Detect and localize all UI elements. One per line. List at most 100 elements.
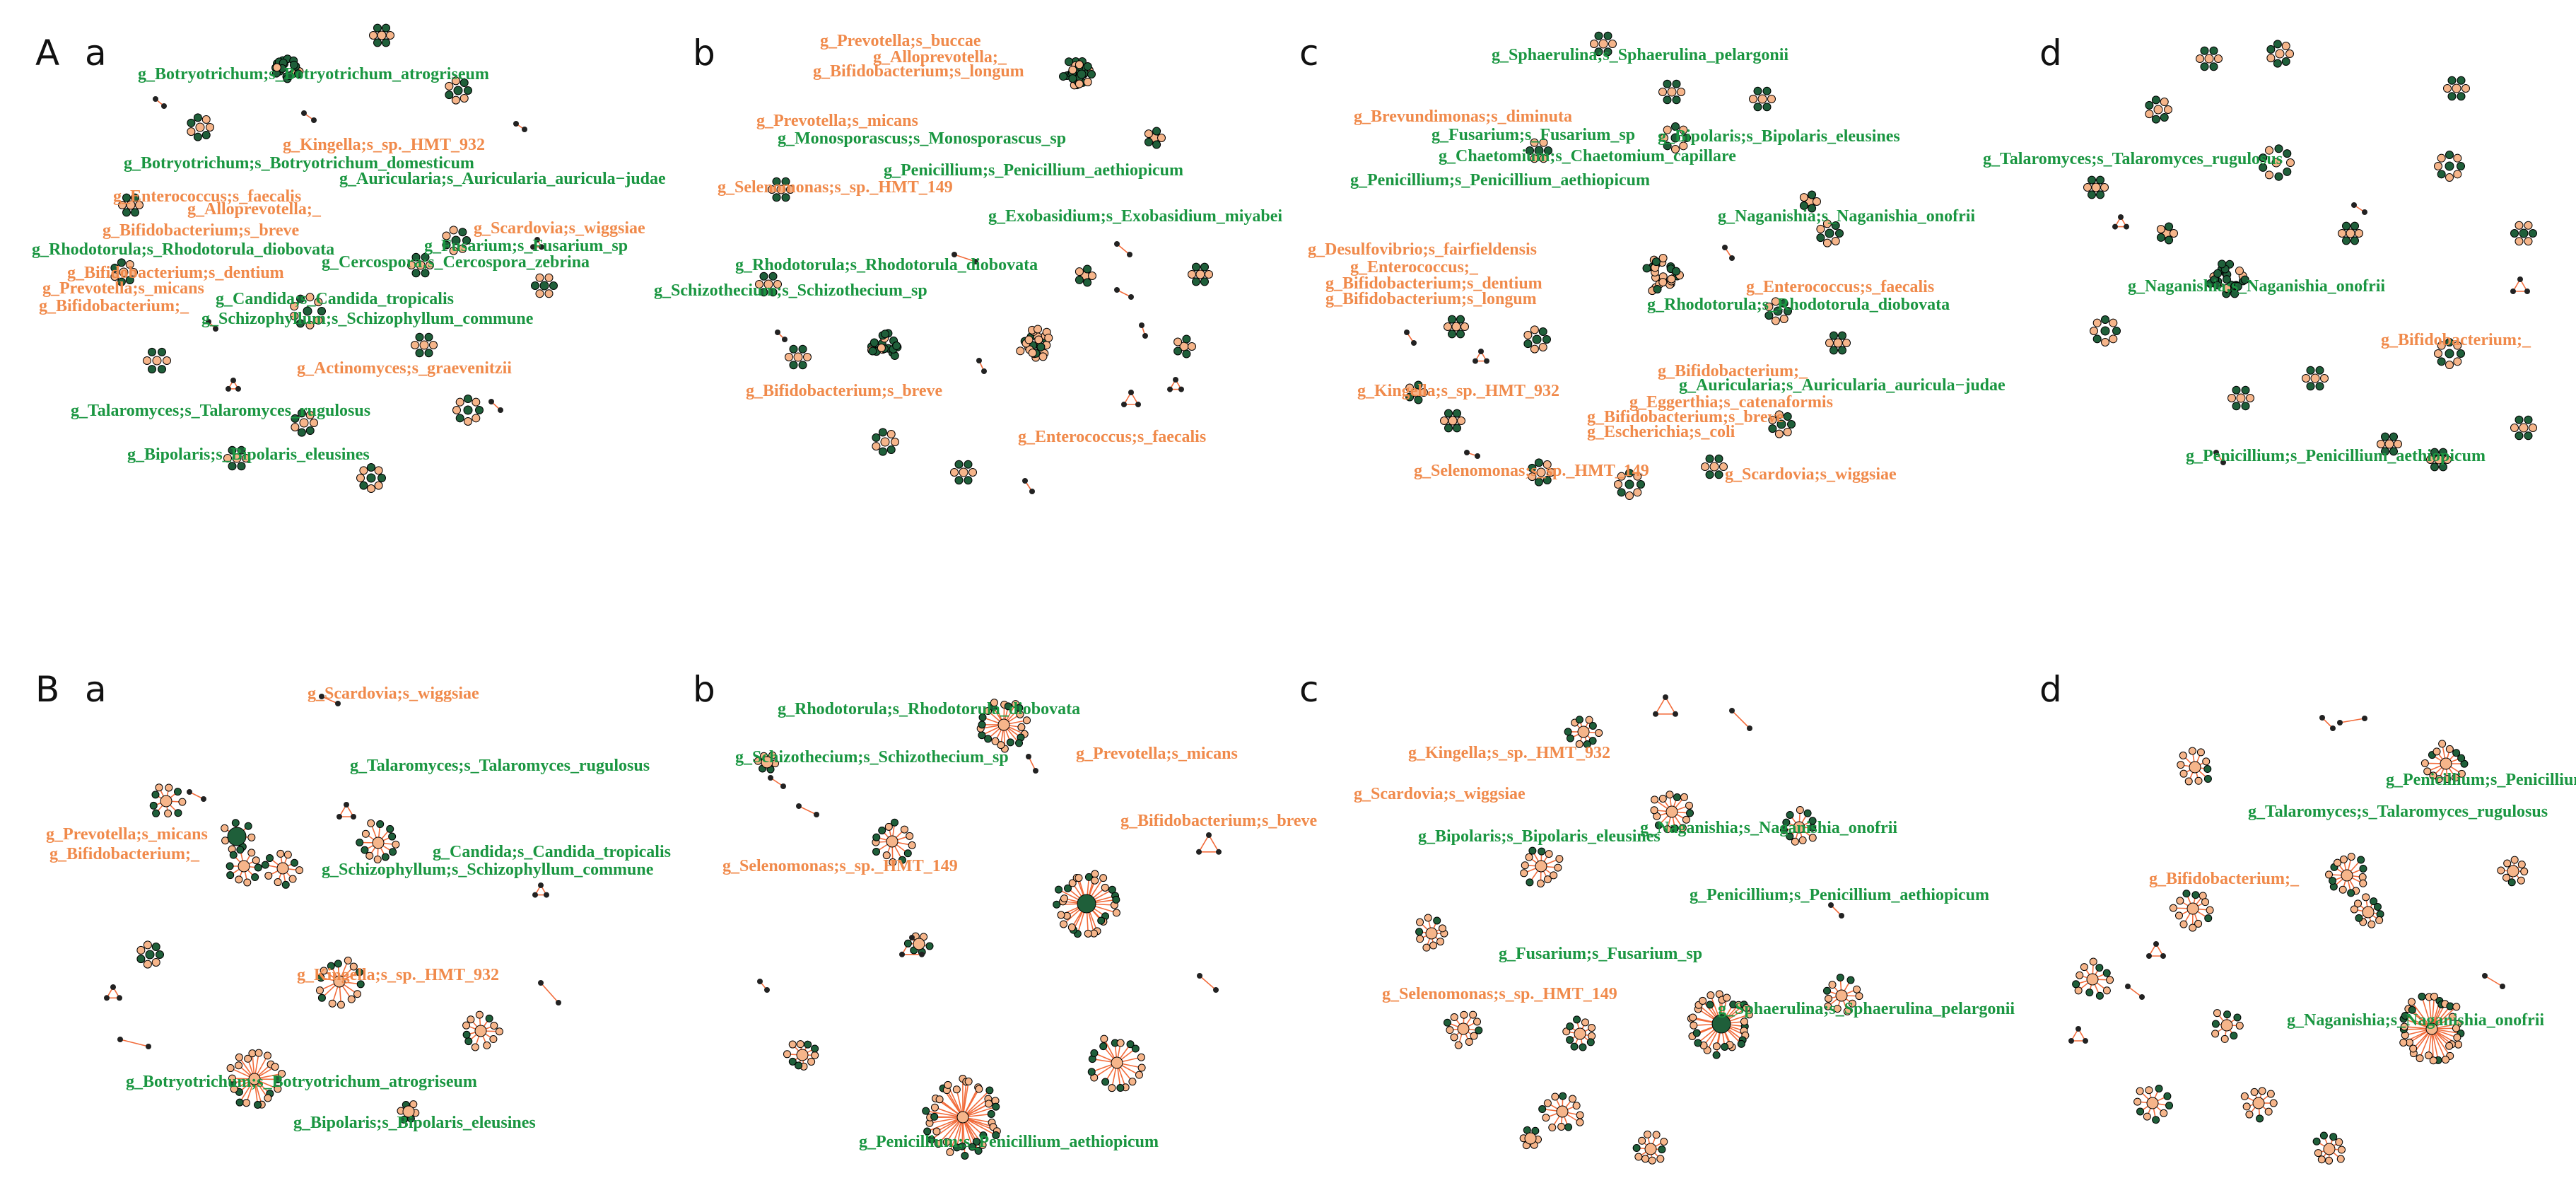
network-node <box>764 987 770 993</box>
network-node <box>1828 902 1834 908</box>
network-node <box>1787 420 1796 429</box>
network-node <box>2437 341 2446 350</box>
taxon-label: g_Penicillium;s_Penicillium_aethiopicum <box>1690 886 1989 904</box>
network-node <box>930 1112 939 1121</box>
network-node <box>1796 806 1804 815</box>
network-node <box>1663 141 1672 151</box>
network-node <box>2312 1137 2321 1146</box>
network-edge <box>949 1117 964 1153</box>
network-node <box>2091 182 2101 192</box>
network-node <box>2445 361 2454 369</box>
network-node <box>2160 98 2169 107</box>
network-node <box>1656 1155 1665 1163</box>
network-node <box>285 71 294 81</box>
network-node <box>2355 229 2363 238</box>
network-node <box>1536 880 1545 888</box>
network-node <box>1067 923 1076 931</box>
network-node <box>1692 1029 1701 1037</box>
network-node <box>1825 994 1833 1003</box>
network-node <box>2355 914 2363 922</box>
taxon-label: g_Rhodotorula;s_Rhodotorula_diobovata <box>1647 296 1950 314</box>
network-hub <box>1524 1132 1537 1145</box>
network-node <box>1679 125 1688 134</box>
network-node <box>968 468 977 477</box>
network-node <box>991 737 1000 745</box>
network-node <box>1478 349 1484 354</box>
network-node <box>954 460 964 469</box>
network-node <box>2454 1040 2463 1049</box>
taxon-label: g_Fusarium;s_Fusarium_sp <box>1432 126 1635 144</box>
taxon-label: g_Talaromyces;s_Talaromyces_rugulosus <box>1983 150 2283 168</box>
network-node <box>228 1074 236 1083</box>
network-node <box>2437 357 2446 366</box>
network-node <box>886 445 896 454</box>
network-node <box>2200 62 2209 71</box>
network-node <box>1603 31 1612 40</box>
row-label-B: B <box>35 669 59 710</box>
network-node <box>2510 288 2516 294</box>
taxon-label: g_Talaromyces;s_Talaromyces_rugulosus <box>350 757 650 775</box>
network-node <box>374 481 383 490</box>
network-node <box>1157 134 1166 142</box>
network-node <box>2434 349 2442 358</box>
network-node <box>964 460 973 469</box>
network-node <box>997 741 1005 750</box>
network-node <box>1825 339 1834 347</box>
network-node <box>122 208 131 217</box>
taxon-label: g_Monosporascus;s_Monosporascus_sp <box>778 129 1066 148</box>
network-node <box>2430 992 2438 1001</box>
network-node <box>110 272 119 281</box>
network-node <box>1686 809 1694 817</box>
network-node <box>2524 431 2533 441</box>
network-node <box>1534 146 1544 156</box>
network-node <box>1405 392 1415 402</box>
network-node <box>798 344 807 354</box>
network-node <box>290 302 299 311</box>
network-node <box>952 1085 961 1094</box>
network-node <box>382 23 390 33</box>
network-node <box>314 315 323 325</box>
network-node <box>2146 953 2152 959</box>
network-node <box>811 1044 819 1053</box>
taxon-label: g_Alloprevotella;_ <box>187 200 322 218</box>
network-node <box>788 1040 797 1049</box>
network-node <box>367 463 375 472</box>
network-node <box>2125 984 2131 989</box>
network-node <box>789 361 798 370</box>
network-node <box>228 445 237 455</box>
network-node <box>296 319 305 328</box>
network-node <box>2151 115 2160 124</box>
network-node <box>1534 477 1543 486</box>
network-node <box>1665 791 1674 799</box>
network-node <box>2437 170 2446 179</box>
network-node <box>780 783 786 789</box>
network-node <box>290 311 299 320</box>
network-node <box>158 347 166 356</box>
network-node <box>1528 472 1537 482</box>
network-node <box>1444 409 1453 418</box>
network-node <box>1538 847 1546 856</box>
network-node <box>467 1015 475 1024</box>
network-edge <box>2127 986 2143 998</box>
network-hub <box>761 756 773 769</box>
network-node <box>2112 327 2121 335</box>
network-edge <box>540 982 559 1003</box>
network-node <box>1701 462 1709 471</box>
network-node <box>2092 334 2102 344</box>
network-node <box>1539 138 1548 147</box>
network-node <box>146 1044 151 1049</box>
network-node <box>1108 1084 1116 1092</box>
network-node <box>2136 1087 2144 1095</box>
taxon-label: g_Auricularia;s_Auricularia_auricula−jud… <box>1679 376 2006 395</box>
network-node <box>1764 302 1774 311</box>
network-node <box>1822 238 1832 247</box>
network-node <box>2430 448 2439 457</box>
network-node <box>978 731 986 740</box>
network-node <box>1548 1124 1557 1132</box>
network-node <box>2434 162 2442 170</box>
network-node <box>291 423 300 432</box>
network-node <box>2165 1101 2174 1109</box>
network-node <box>353 990 362 998</box>
network-edge <box>1731 710 1750 729</box>
network-node <box>2445 745 2454 753</box>
